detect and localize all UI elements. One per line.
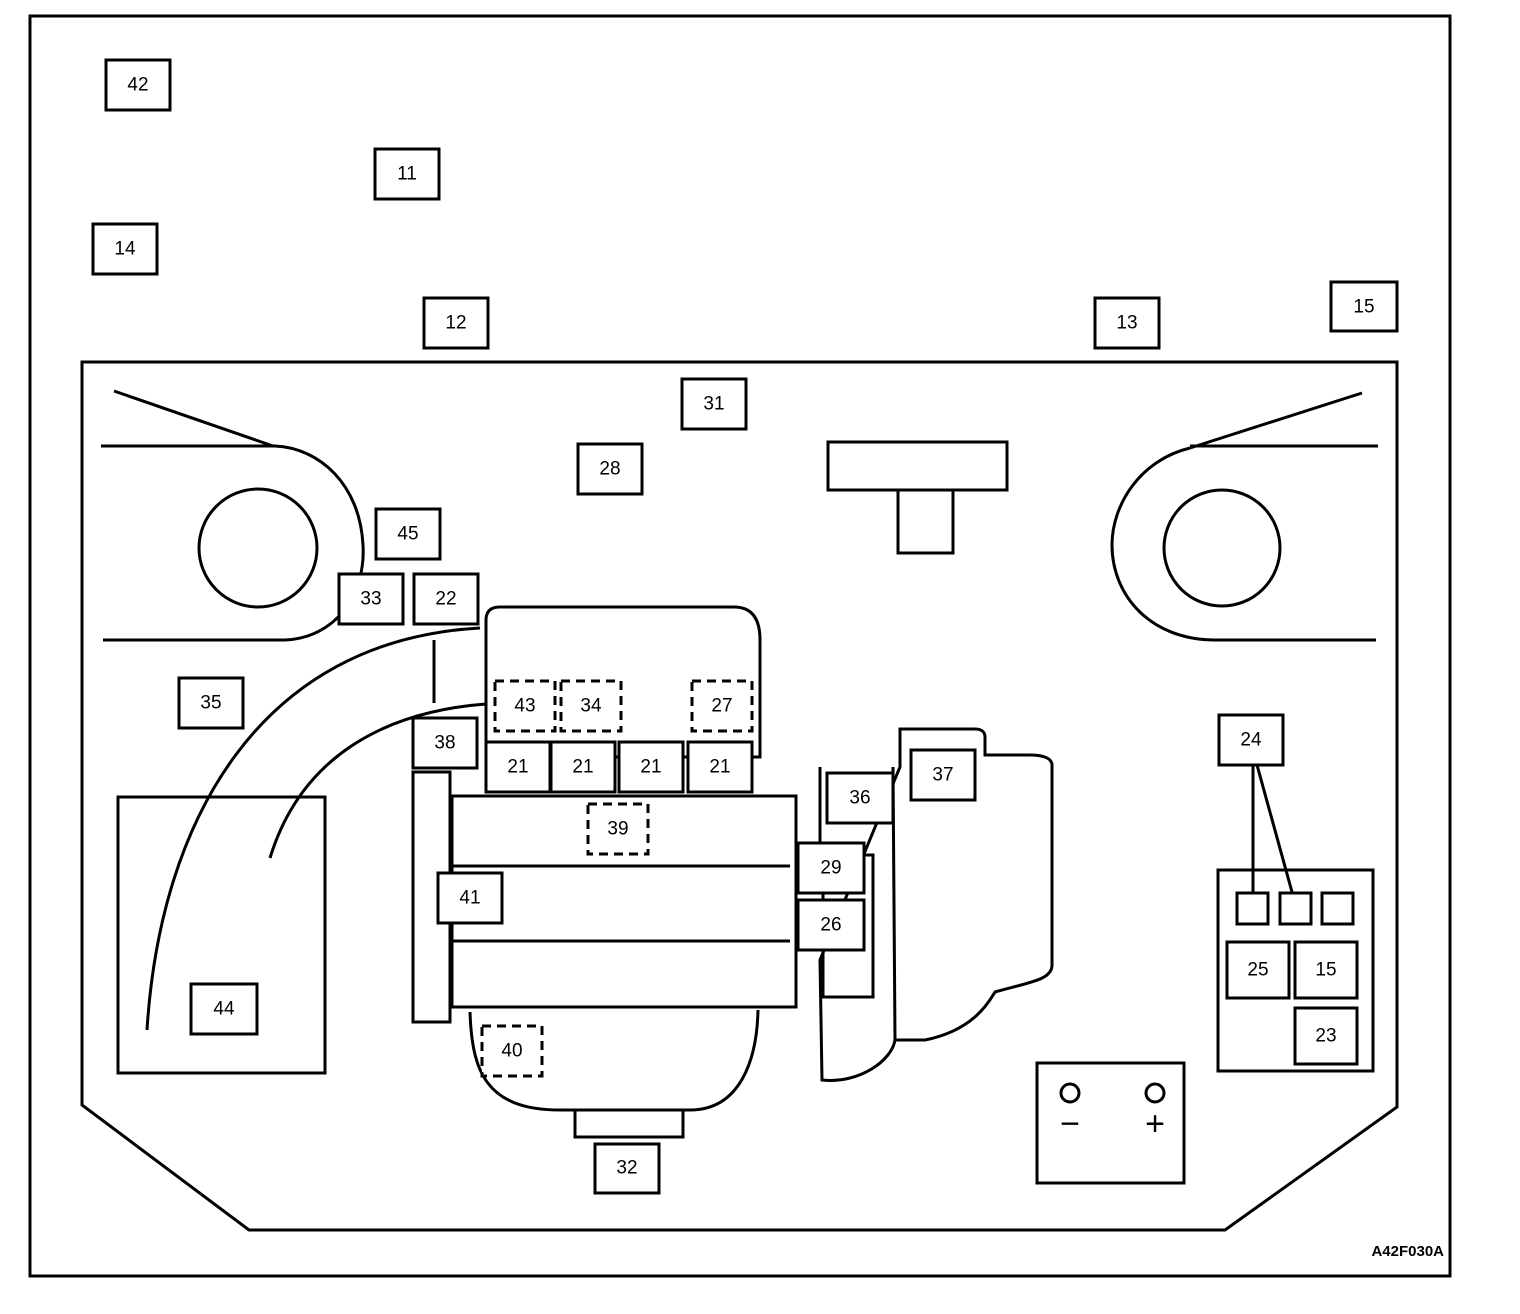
callout-27: 27 bbox=[690, 679, 754, 733]
negative-sign: − bbox=[1060, 1105, 1080, 1143]
callout-44: 44 bbox=[189, 982, 259, 1036]
callout-39: 39 bbox=[586, 802, 650, 856]
svg-text:27: 27 bbox=[711, 696, 732, 717]
battery: − + bbox=[1035, 1061, 1186, 1185]
callout-12: 12 bbox=[422, 296, 490, 350]
svg-text:33: 33 bbox=[360, 589, 381, 610]
svg-text:22: 22 bbox=[435, 589, 456, 610]
hoses bbox=[145, 626, 487, 1031]
svg-text:35: 35 bbox=[200, 693, 221, 714]
callout-21-d: 21 bbox=[686, 740, 754, 794]
svg-text:21: 21 bbox=[640, 757, 661, 778]
svg-text:31: 31 bbox=[703, 394, 724, 415]
callout-34: 34 bbox=[559, 679, 623, 733]
svg-text:14: 14 bbox=[114, 239, 136, 260]
callout-40: 40 bbox=[480, 1024, 544, 1078]
callout-32: 32 bbox=[593, 1142, 661, 1195]
svg-text:21: 21 bbox=[507, 757, 528, 778]
figure-code: A42F030A bbox=[1371, 1243, 1444, 1260]
svg-text:25: 25 bbox=[1247, 960, 1268, 981]
callout-43: 43 bbox=[493, 679, 557, 733]
callout-21-b: 21 bbox=[549, 740, 617, 794]
callout-28: 28 bbox=[576, 442, 644, 496]
svg-text:12: 12 bbox=[445, 313, 466, 334]
left-reservoir-box bbox=[116, 795, 327, 1075]
svg-text:28: 28 bbox=[599, 459, 620, 480]
svg-text:36: 36 bbox=[849, 788, 870, 809]
callout-38: 38 bbox=[411, 716, 479, 770]
svg-text:21: 21 bbox=[709, 757, 730, 778]
svg-text:34: 34 bbox=[580, 696, 602, 717]
auxiliary-fuse-box bbox=[1216, 868, 1375, 1073]
callout-35: 35 bbox=[177, 676, 245, 730]
callout-42: 42 bbox=[104, 58, 172, 112]
callout-31: 31 bbox=[680, 377, 748, 431]
svg-text:15: 15 bbox=[1315, 960, 1336, 981]
callout-23: 23 bbox=[1293, 1006, 1359, 1066]
callout-22: 22 bbox=[412, 572, 480, 626]
callout-26: 26 bbox=[796, 898, 866, 952]
callout-13: 13 bbox=[1093, 296, 1161, 350]
svg-text:13: 13 bbox=[1116, 313, 1137, 334]
fuse-block-housing bbox=[484, 605, 762, 759]
svg-text:32: 32 bbox=[616, 1158, 637, 1179]
callout-11: 11 bbox=[373, 147, 441, 201]
svg-text:24: 24 bbox=[1240, 730, 1262, 751]
callout-21-a: 21 bbox=[484, 740, 552, 794]
svg-text:40: 40 bbox=[501, 1041, 522, 1062]
svg-text:26: 26 bbox=[820, 915, 841, 936]
svg-text:37: 37 bbox=[932, 765, 953, 786]
callout-24: 24 bbox=[1217, 713, 1285, 767]
fuse-box-leader-lines bbox=[1251, 764, 1294, 893]
right-wheel-well bbox=[1110, 391, 1378, 642]
callout-21-c: 21 bbox=[617, 740, 685, 794]
outer-frame bbox=[28, 14, 1452, 1278]
callout-45: 45 bbox=[374, 507, 442, 561]
svg-text:43: 43 bbox=[514, 696, 535, 717]
engine-compartment-outline bbox=[80, 360, 1399, 1232]
callout-14: 14 bbox=[91, 222, 159, 276]
engine-block bbox=[411, 770, 798, 1139]
svg-text:39: 39 bbox=[607, 819, 628, 840]
callout-29: 29 bbox=[796, 841, 866, 895]
positive-sign: + bbox=[1145, 1105, 1165, 1143]
callout-33: 33 bbox=[337, 572, 405, 626]
svg-text:45: 45 bbox=[397, 524, 418, 545]
left-wheel-well bbox=[101, 389, 365, 642]
svg-text:11: 11 bbox=[397, 164, 417, 185]
svg-text:29: 29 bbox=[820, 858, 841, 879]
svg-text:44: 44 bbox=[213, 999, 235, 1020]
callout-15-top: 15 bbox=[1329, 280, 1399, 333]
svg-text:23: 23 bbox=[1315, 1026, 1336, 1047]
svg-text:15: 15 bbox=[1353, 297, 1374, 318]
svg-text:41: 41 bbox=[459, 888, 480, 909]
svg-text:42: 42 bbox=[127, 75, 148, 96]
callout-41: 41 bbox=[436, 871, 504, 925]
callout-25: 25 bbox=[1225, 940, 1291, 1000]
callout-15-fusebox: 15 bbox=[1293, 940, 1359, 1000]
callout-36: 36 bbox=[825, 771, 895, 825]
svg-text:38: 38 bbox=[434, 733, 455, 754]
t-bracket bbox=[826, 440, 1009, 555]
svg-text:21: 21 bbox=[572, 757, 593, 778]
positive-terminal bbox=[1144, 1082, 1166, 1104]
negative-terminal bbox=[1059, 1082, 1081, 1104]
callout-37: 37 bbox=[909, 748, 977, 802]
